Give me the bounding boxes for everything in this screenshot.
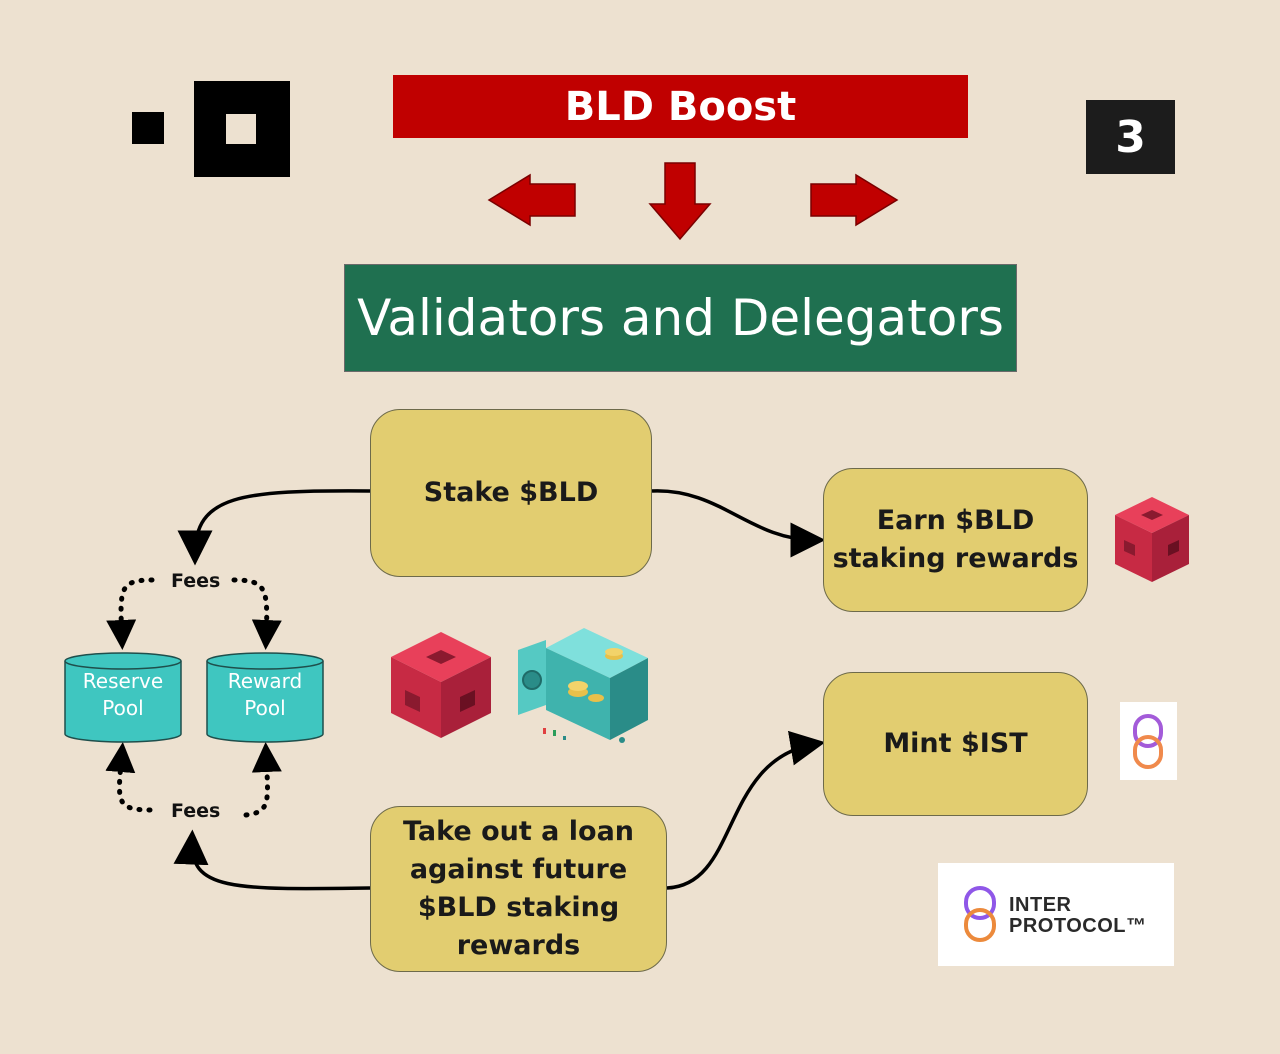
dotted-fees-to-reserve xyxy=(106,577,155,650)
inter-protocol-logo-mark xyxy=(964,886,996,942)
connector-stake-to-fees xyxy=(177,489,371,566)
vault-icon xyxy=(518,628,648,743)
wordmark-line2: PROTOCOL™ xyxy=(1009,915,1147,937)
arrow-left-icon xyxy=(487,173,576,227)
dotted-fees-to-reward xyxy=(231,577,282,650)
fees-label-top: Fees xyxy=(171,570,221,592)
mint-ist-box: Mint $IST xyxy=(823,672,1088,816)
connector-loan-to-fees xyxy=(173,829,371,891)
arrow-down-icon xyxy=(648,162,712,241)
bld-cube-icon xyxy=(391,632,491,738)
boost-banner: BLD Boost xyxy=(393,75,968,138)
page-number-badge: 3 xyxy=(1086,100,1175,174)
reserve-pool-cylinder xyxy=(64,652,182,743)
wordmark-line1: INTER xyxy=(1009,894,1072,916)
logo-big-square xyxy=(194,81,290,177)
dotted-fees-to-reserve-bottom xyxy=(105,742,153,813)
dotted-fees-to-reward-bottom xyxy=(243,742,282,818)
inter-protocol-chain-icon xyxy=(1120,702,1177,780)
connector-stake-to-earn xyxy=(651,489,826,558)
reward-pool-label: Reward Pool xyxy=(227,669,303,720)
fees-label-bottom: Fees xyxy=(171,800,221,822)
reserve-pool-label: Reserve Pool xyxy=(82,669,164,720)
inter-protocol-wordmark: INTER PROTOCOL™ xyxy=(1009,895,1146,937)
stake-bld-box: Stake $BLD xyxy=(370,409,652,577)
arrow-right-icon xyxy=(810,173,899,227)
validators-banner: Validators and Delegators xyxy=(344,264,1017,372)
logo-small-square xyxy=(132,112,164,144)
reward-pool-cylinder xyxy=(206,652,324,743)
earn-rewards-box: Earn $BLD staking rewards xyxy=(823,468,1088,612)
connector-loan-to-mint xyxy=(666,730,826,890)
bld-cube-small-icon xyxy=(1115,497,1189,582)
loan-box: Take out a loan against future $BLD stak… xyxy=(370,806,667,972)
